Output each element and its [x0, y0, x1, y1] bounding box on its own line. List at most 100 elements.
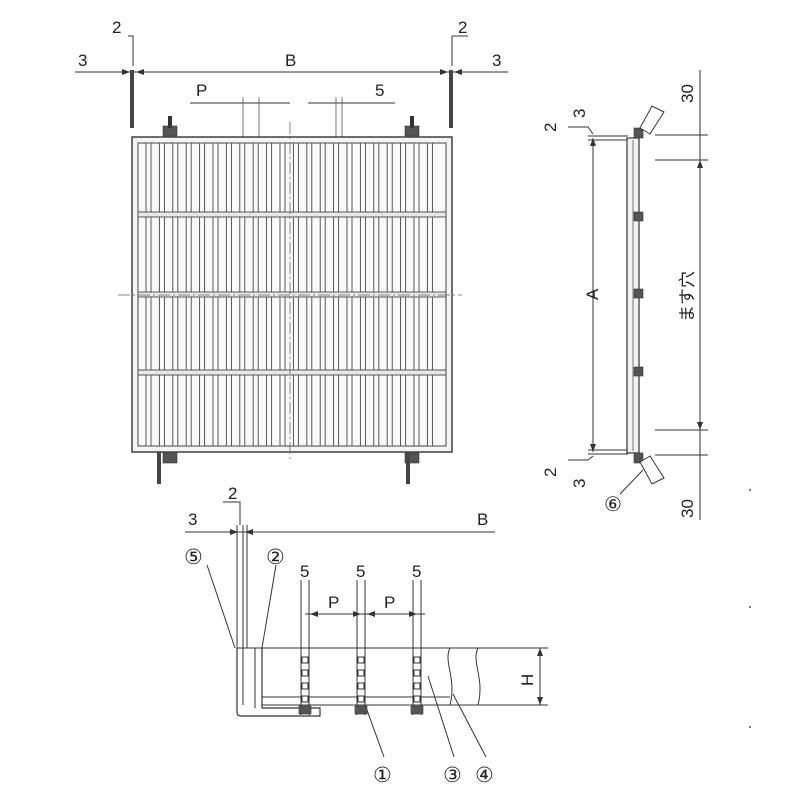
leader: [568, 455, 594, 461]
bolt-icon: [162, 452, 178, 464]
arrow: [136, 69, 144, 75]
bolt-icon: [633, 452, 644, 464]
callout-6: ⑥: [604, 494, 622, 516]
section-bar-notch: [413, 695, 421, 703]
section-bar-notch: [301, 682, 309, 690]
arrow: [537, 697, 543, 705]
plan-leader-left-2: [128, 35, 134, 66]
callout-5: ⑤: [184, 546, 203, 569]
callout-3: ③: [443, 764, 462, 787]
bolt-stem: [168, 116, 172, 128]
frame-profile: [236, 648, 321, 717]
arrow: [454, 69, 462, 75]
plan-dim-right-thick: 2: [458, 18, 467, 37]
side-dim-bottom-gap: 3: [570, 479, 589, 488]
side-dim-bottom-thick: 2: [541, 468, 560, 477]
section-dim-pitch-1: P: [328, 593, 339, 612]
arrow: [353, 611, 361, 617]
side-dim-length: A: [583, 288, 602, 300]
bolt-icon: [633, 288, 644, 299]
arrow: [590, 138, 596, 146]
section-bar-notch: [413, 682, 421, 690]
callout-1-leader: [366, 709, 385, 758]
side-dim-top-30: 30: [678, 84, 697, 103]
section-view: 2 3 B 5 5 5 P P: [184, 484, 548, 787]
section-dim-height: H: [518, 674, 537, 686]
plan-dim-left-gap: 3: [78, 51, 87, 70]
arrow: [537, 648, 543, 656]
bolt-icon: [404, 452, 420, 464]
side-dim-bottom-30: 30: [678, 499, 697, 518]
bolt-icon: [633, 127, 644, 139]
arrow: [440, 69, 448, 75]
callout-3-leader: [427, 675, 455, 758]
arrow: [367, 611, 375, 617]
plan-dim-bar: 5: [375, 81, 384, 100]
cross-bar: [137, 211, 447, 218]
callout-2: ②: [266, 546, 285, 569]
plan-dim-width: B: [285, 51, 296, 70]
leader: [223, 501, 241, 525]
section-dim-pitch-2: P: [384, 593, 395, 612]
section-bar-notch: [357, 695, 365, 703]
section-bar-notch: [301, 669, 309, 677]
cross-bar: [137, 369, 447, 376]
hook-plate-left-top: [130, 70, 134, 128]
callout-4-leader: [452, 693, 487, 758]
bolt-icon: [633, 211, 644, 222]
section-dim-bar-1: 5: [300, 562, 309, 581]
arrow: [245, 529, 253, 535]
bolt-icon: [354, 705, 368, 715]
arrow: [310, 611, 318, 617]
hook-plate-left-bottom: [157, 452, 161, 484]
break-line: [447, 647, 453, 706]
section-bar-notch: [301, 656, 309, 664]
section-bar-notch: [301, 695, 309, 703]
arrow: [697, 422, 703, 430]
hook-plate-right-bottom: [406, 452, 410, 484]
mark-dot: [749, 726, 751, 728]
hook-top: [639, 105, 665, 135]
mark-dot: [749, 489, 751, 491]
side-dim-opening: ます穴: [678, 271, 697, 322]
callout-1: ①: [373, 764, 392, 787]
section-bars: [298, 580, 424, 715]
callout-6-leader: [619, 469, 644, 495]
plan-dim-left-thick: 2: [112, 18, 121, 37]
plan-dim-right-gap: 3: [492, 51, 501, 70]
hook-plate-right-top: [449, 70, 453, 128]
arrow: [697, 160, 703, 168]
break-line: [475, 647, 481, 706]
plan-dim-pitch: P: [196, 81, 207, 100]
section-bar-notch: [413, 656, 421, 664]
leader: [568, 126, 594, 135]
cross-bar: [137, 291, 447, 298]
section-bar-notch: [357, 669, 365, 677]
bolt-stem: [410, 116, 414, 128]
bolt-icon: [633, 366, 644, 377]
section-dim-bar-3: 5: [412, 562, 421, 581]
arrow: [230, 529, 238, 535]
section-dim-bar-2: 5: [356, 562, 365, 581]
callout-4: ④: [475, 764, 494, 787]
hook-bottom: [639, 455, 665, 485]
section-bar-notch: [357, 656, 365, 664]
callout-2-leader: [261, 564, 277, 649]
arrow: [590, 444, 596, 452]
side-dim-top-gap: 3: [570, 109, 589, 118]
section-bar-notch: [357, 682, 365, 690]
section-dim-width: B: [477, 510, 488, 529]
section-dim-gap: 3: [188, 510, 197, 529]
side-view: A 2 3 2 3 30 ます穴 30: [541, 70, 751, 728]
bolt-icon: [298, 705, 312, 715]
arrow: [409, 611, 417, 617]
bolt-icon: [410, 705, 424, 715]
section-dim-thick: 2: [228, 484, 237, 503]
plan-view: 2 2 3 B 3 P 5: [75, 18, 508, 484]
plan-leader-right-2: [451, 35, 468, 66]
arrow: [122, 69, 130, 75]
mark-dot: [749, 606, 751, 608]
callout-5-leader: [206, 564, 236, 649]
side-dim-top-thick: 2: [541, 123, 560, 132]
